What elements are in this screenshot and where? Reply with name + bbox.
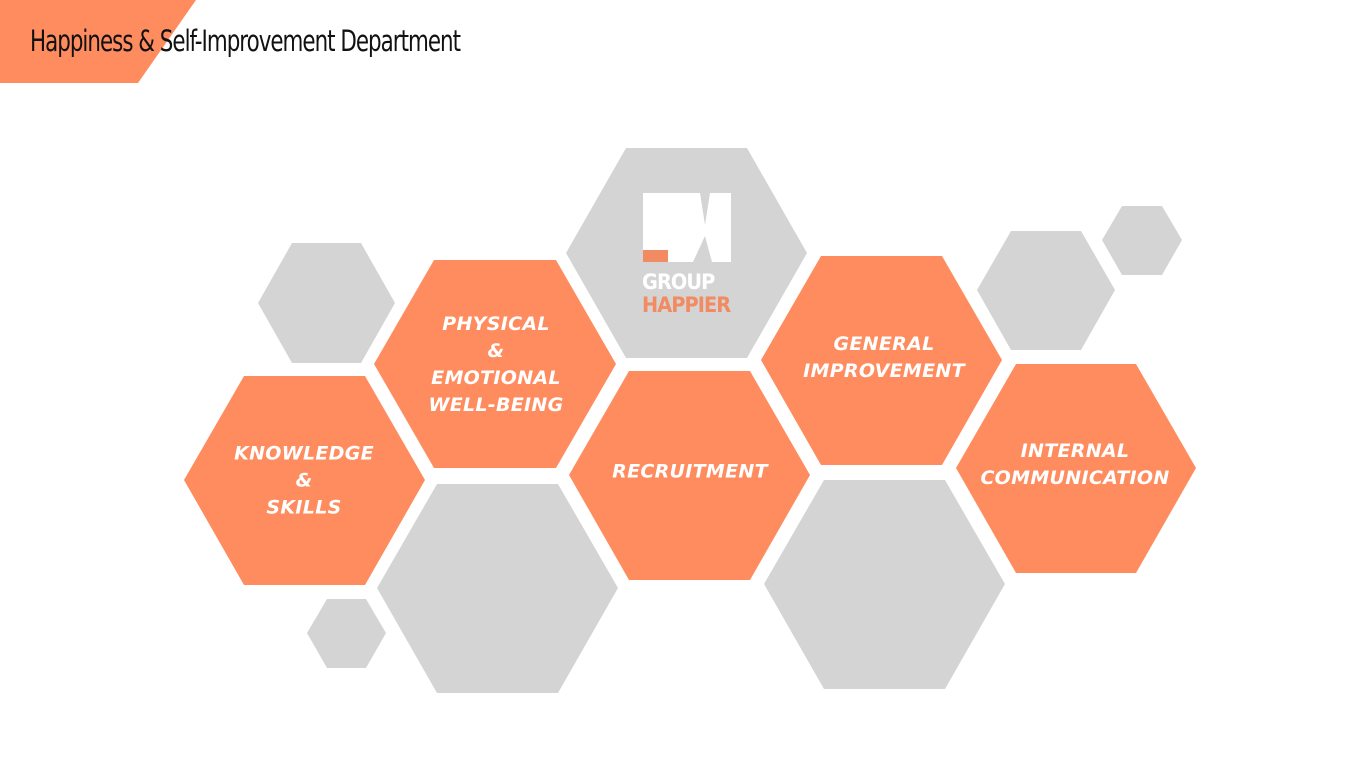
hex-gray-small-left (258, 243, 395, 363)
hex-gray-bottom-right (764, 480, 1005, 689)
title-banner (0, 0, 196, 83)
hex-recruitment-label: RECRUITMENT (612, 460, 768, 483)
hex-gray-tiny-top-right (1102, 206, 1182, 275)
hex-internal-label: INTERNAL COMMUNICATION (980, 440, 1170, 489)
hex-internal[interactable] (956, 364, 1196, 573)
page-title: Happiness & Self-Improvement Department (30, 24, 461, 58)
hex-gray-tiny-bottom (307, 599, 386, 668)
hex-gray-bottom-left (377, 484, 618, 693)
hex-gray-right (977, 231, 1115, 350)
hex-physical[interactable] (374, 260, 616, 468)
logo-m-icon (643, 193, 731, 262)
hex-recruitment[interactable] (569, 371, 810, 580)
logo-group-text: GROUP (642, 270, 715, 294)
hex-knowledge-label: KNOWLEDGE & SKILLS (234, 442, 374, 519)
logo-happier-text: HAPPIER (642, 293, 731, 317)
hex-general-label: GENERAL IMPROVEMENT (803, 333, 965, 382)
hex-knowledge[interactable] (184, 376, 425, 585)
hex-physical-label: PHYSICAL & EMOTIONAL WELL-BEING (428, 313, 564, 416)
hex-general[interactable] (761, 256, 1002, 465)
